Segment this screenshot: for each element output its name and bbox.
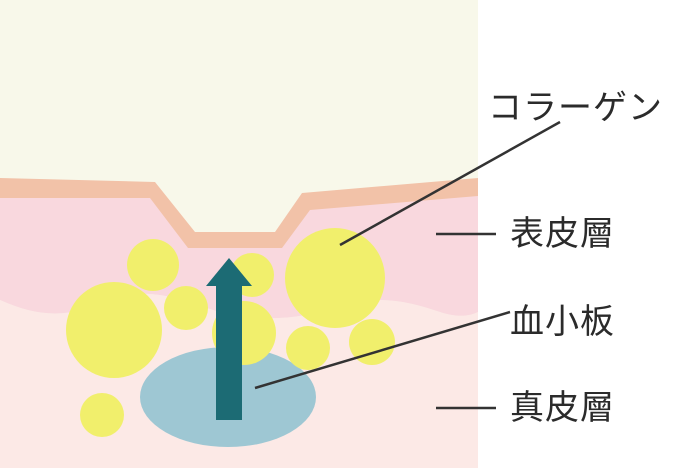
leader-line-platelet xyxy=(254,310,511,390)
arrow-up-icon xyxy=(206,258,252,420)
collagen-circle xyxy=(349,319,395,365)
label-platelet: 血小板 xyxy=(510,302,615,342)
leader-lines xyxy=(254,120,561,410)
collagen-circle xyxy=(66,282,162,378)
surface-band xyxy=(0,178,478,248)
collagen-circle xyxy=(285,228,385,328)
leader-line-collagen xyxy=(339,120,561,247)
collagen-circle xyxy=(164,286,208,330)
collagen-circle xyxy=(286,326,330,370)
label-collagen: コラーゲン xyxy=(488,88,663,128)
label-epidermis: 表皮層 xyxy=(510,214,615,254)
collagen-circle xyxy=(127,239,179,291)
collagen-circle xyxy=(80,393,124,437)
label-dermis: 真皮層 xyxy=(510,388,615,428)
